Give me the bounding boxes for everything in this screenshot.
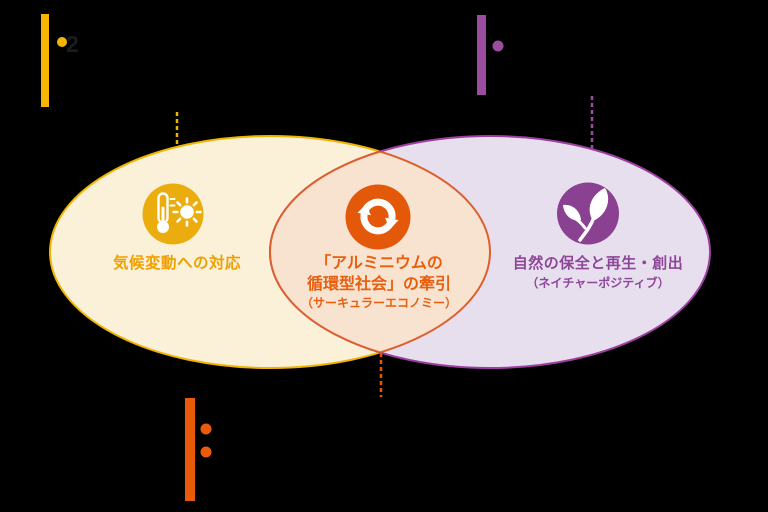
circular-arrows-icon [357, 198, 399, 235]
bottom-left-accent-bar [185, 398, 195, 501]
overlap-lens-outline [270, 136, 491, 368]
top-left-accent-bar [41, 14, 49, 107]
sprout-leaves-icon [563, 188, 609, 242]
right-region-sublabel: （ネイチャーポジティブ） [526, 275, 669, 290]
top-right-bullet-dot [492, 40, 504, 52]
circular-economy-icon [345, 184, 411, 250]
sun-icon [172, 197, 202, 227]
climate-change-icon [142, 183, 204, 245]
center-region-label-line2: 循環型社会」の牽引 [307, 274, 451, 293]
thermometer-icon [157, 192, 176, 233]
faint-number-remnant: 2 [66, 31, 79, 57]
nature-positive-icon [557, 182, 619, 245]
center-region-sublabel: （サーキュラーエコノミー） [301, 295, 457, 310]
right-region-label: 自然の保全と再生・創出 [513, 254, 684, 272]
top-right-accent-bar [477, 15, 486, 95]
left-region-label: 気候変動への対応 [113, 253, 241, 272]
top-left-bullet-dot [57, 37, 67, 47]
cycle-icon-circle [345, 184, 411, 250]
bottom-left-bullet-dot-2 [200, 446, 212, 458]
climate-icon-circle [142, 183, 204, 245]
center-region-label-line1: 「アルミニウムの [315, 253, 443, 272]
bottom-left-bullet-dot-1 [200, 423, 212, 435]
